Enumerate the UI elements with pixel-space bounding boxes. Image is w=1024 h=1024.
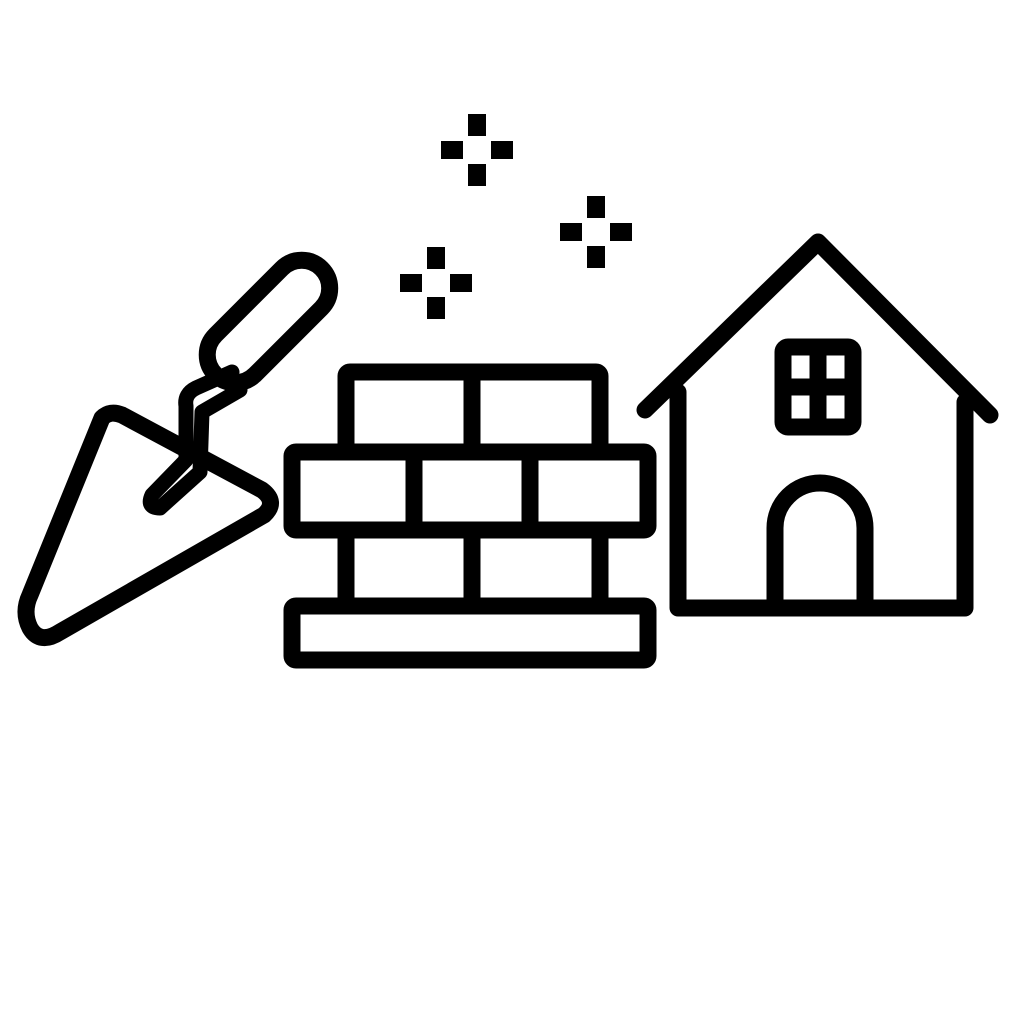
trowel-handle	[198, 251, 339, 392]
trowel-blade	[17, 404, 279, 647]
sparkle-icon	[400, 247, 472, 319]
house-icon	[636, 233, 999, 617]
sparkle-icon	[441, 114, 513, 186]
brick-wall-icon	[283, 363, 657, 669]
sparkle-icon	[560, 196, 632, 268]
walls	[669, 383, 974, 617]
trowel-icon	[17, 251, 339, 647]
roof	[636, 233, 999, 424]
sparkle-icons	[400, 114, 632, 319]
trowel-shank	[142, 364, 248, 516]
door-icon	[766, 474, 874, 615]
